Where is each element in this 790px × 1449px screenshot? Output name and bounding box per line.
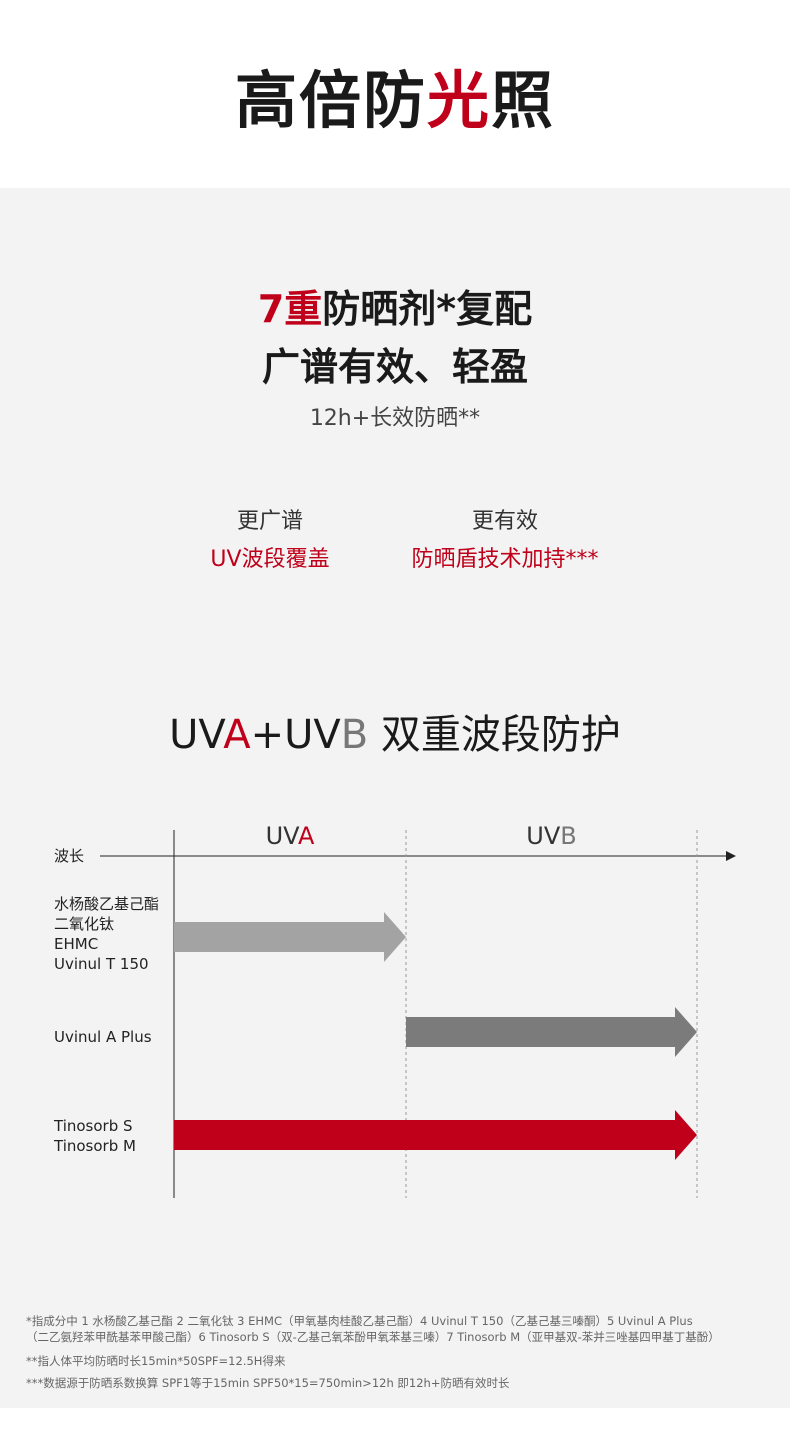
intro-text: 防晒剂*复配 — [322, 287, 533, 331]
feature-broad-spectrum: 更广谱 UV波段覆盖 — [170, 503, 370, 573]
axis-label: 波长 — [54, 847, 85, 865]
band-letter: B — [560, 822, 577, 850]
row-3-labels: Tinosorb S Tinosorb M — [54, 1116, 136, 1156]
uv-section-title: UVA+UVB 双重波段防护 — [0, 702, 790, 760]
footer-space — [0, 1408, 790, 1449]
band-uvb: UVB — [406, 822, 697, 850]
ingredient-label: 二氧化钛 — [54, 915, 115, 933]
ingredient-label: 水杨酸乙基己酯 — [54, 895, 160, 913]
intro-line-2: 广谱有效、轻盈 — [261, 345, 528, 389]
uv-title-b: B — [340, 712, 369, 758]
intro-line-1: 7重防晒剂*复配 — [0, 278, 790, 333]
band-prefix: UV — [265, 822, 299, 850]
uv-title-a: A — [223, 712, 251, 758]
footnote-line: （二乙氨羟苯甲酰基苯甲酸己酯）6 Tinosorb S（双-乙基己氧苯酚甲氧苯基… — [26, 1330, 720, 1344]
row-2-labels: Uvinul A Plus — [54, 1027, 152, 1047]
feature-sub: 防晒盾技术加持*** — [411, 547, 599, 572]
uv-title-part: +UV — [250, 712, 341, 758]
footnote-line: *指成分中 1 水杨酸乙基己酯 2 二氧化钛 3 EHMC（甲氧基肉桂酸乙基己酯… — [26, 1314, 693, 1328]
ingredient-label: Tinosorb S — [54, 1117, 133, 1135]
intro-highlight: 7重 — [257, 287, 323, 331]
ingredient-label: Tinosorb M — [54, 1137, 136, 1155]
feature-sub: UV波段覆盖 — [210, 547, 330, 572]
intro-line-3: 12h+长效防晒** — [309, 406, 481, 431]
uv-title-part: UV — [169, 712, 224, 758]
page-title: 高倍防光照 — [0, 50, 790, 140]
uv-title-part: 双重波段防护 — [368, 712, 621, 758]
band-prefix: UV — [526, 822, 561, 850]
header-section: 高倍防光照 — [0, 0, 790, 188]
footnote-2: **指人体平均防晒时长15min*50SPF=12.5H得来 — [26, 1354, 286, 1368]
content-panel — [0, 188, 790, 1408]
feature-title: 更有效 — [471, 509, 538, 534]
ingredient-label: Uvinul A Plus — [54, 1028, 152, 1046]
band-letter: A — [298, 822, 315, 850]
footnote-3: ***数据源于防晒系数换算 SPF1等于15min SPF50*15=750mi… — [26, 1376, 510, 1390]
title-highlight: 光 — [426, 64, 491, 137]
footnote-1: *指成分中 1 水杨酸乙基己酯 2 二氧化钛 3 EHMC（甲氧基肉桂酸乙基己酯… — [26, 1313, 720, 1345]
title-part: 高倍防 — [234, 64, 427, 137]
ingredient-label: Uvinul T 150 — [54, 955, 149, 973]
feature-effective: 更有效 防晒盾技术加持*** — [385, 503, 625, 573]
ingredient-label: EHMC — [54, 935, 99, 953]
feature-title: 更广谱 — [236, 509, 303, 534]
title-part: 照 — [491, 64, 556, 137]
band-uva: UVA — [174, 822, 406, 850]
row-1-labels: 水杨酸乙基己酯 二氧化钛 EHMC Uvinul T 150 — [54, 894, 159, 974]
